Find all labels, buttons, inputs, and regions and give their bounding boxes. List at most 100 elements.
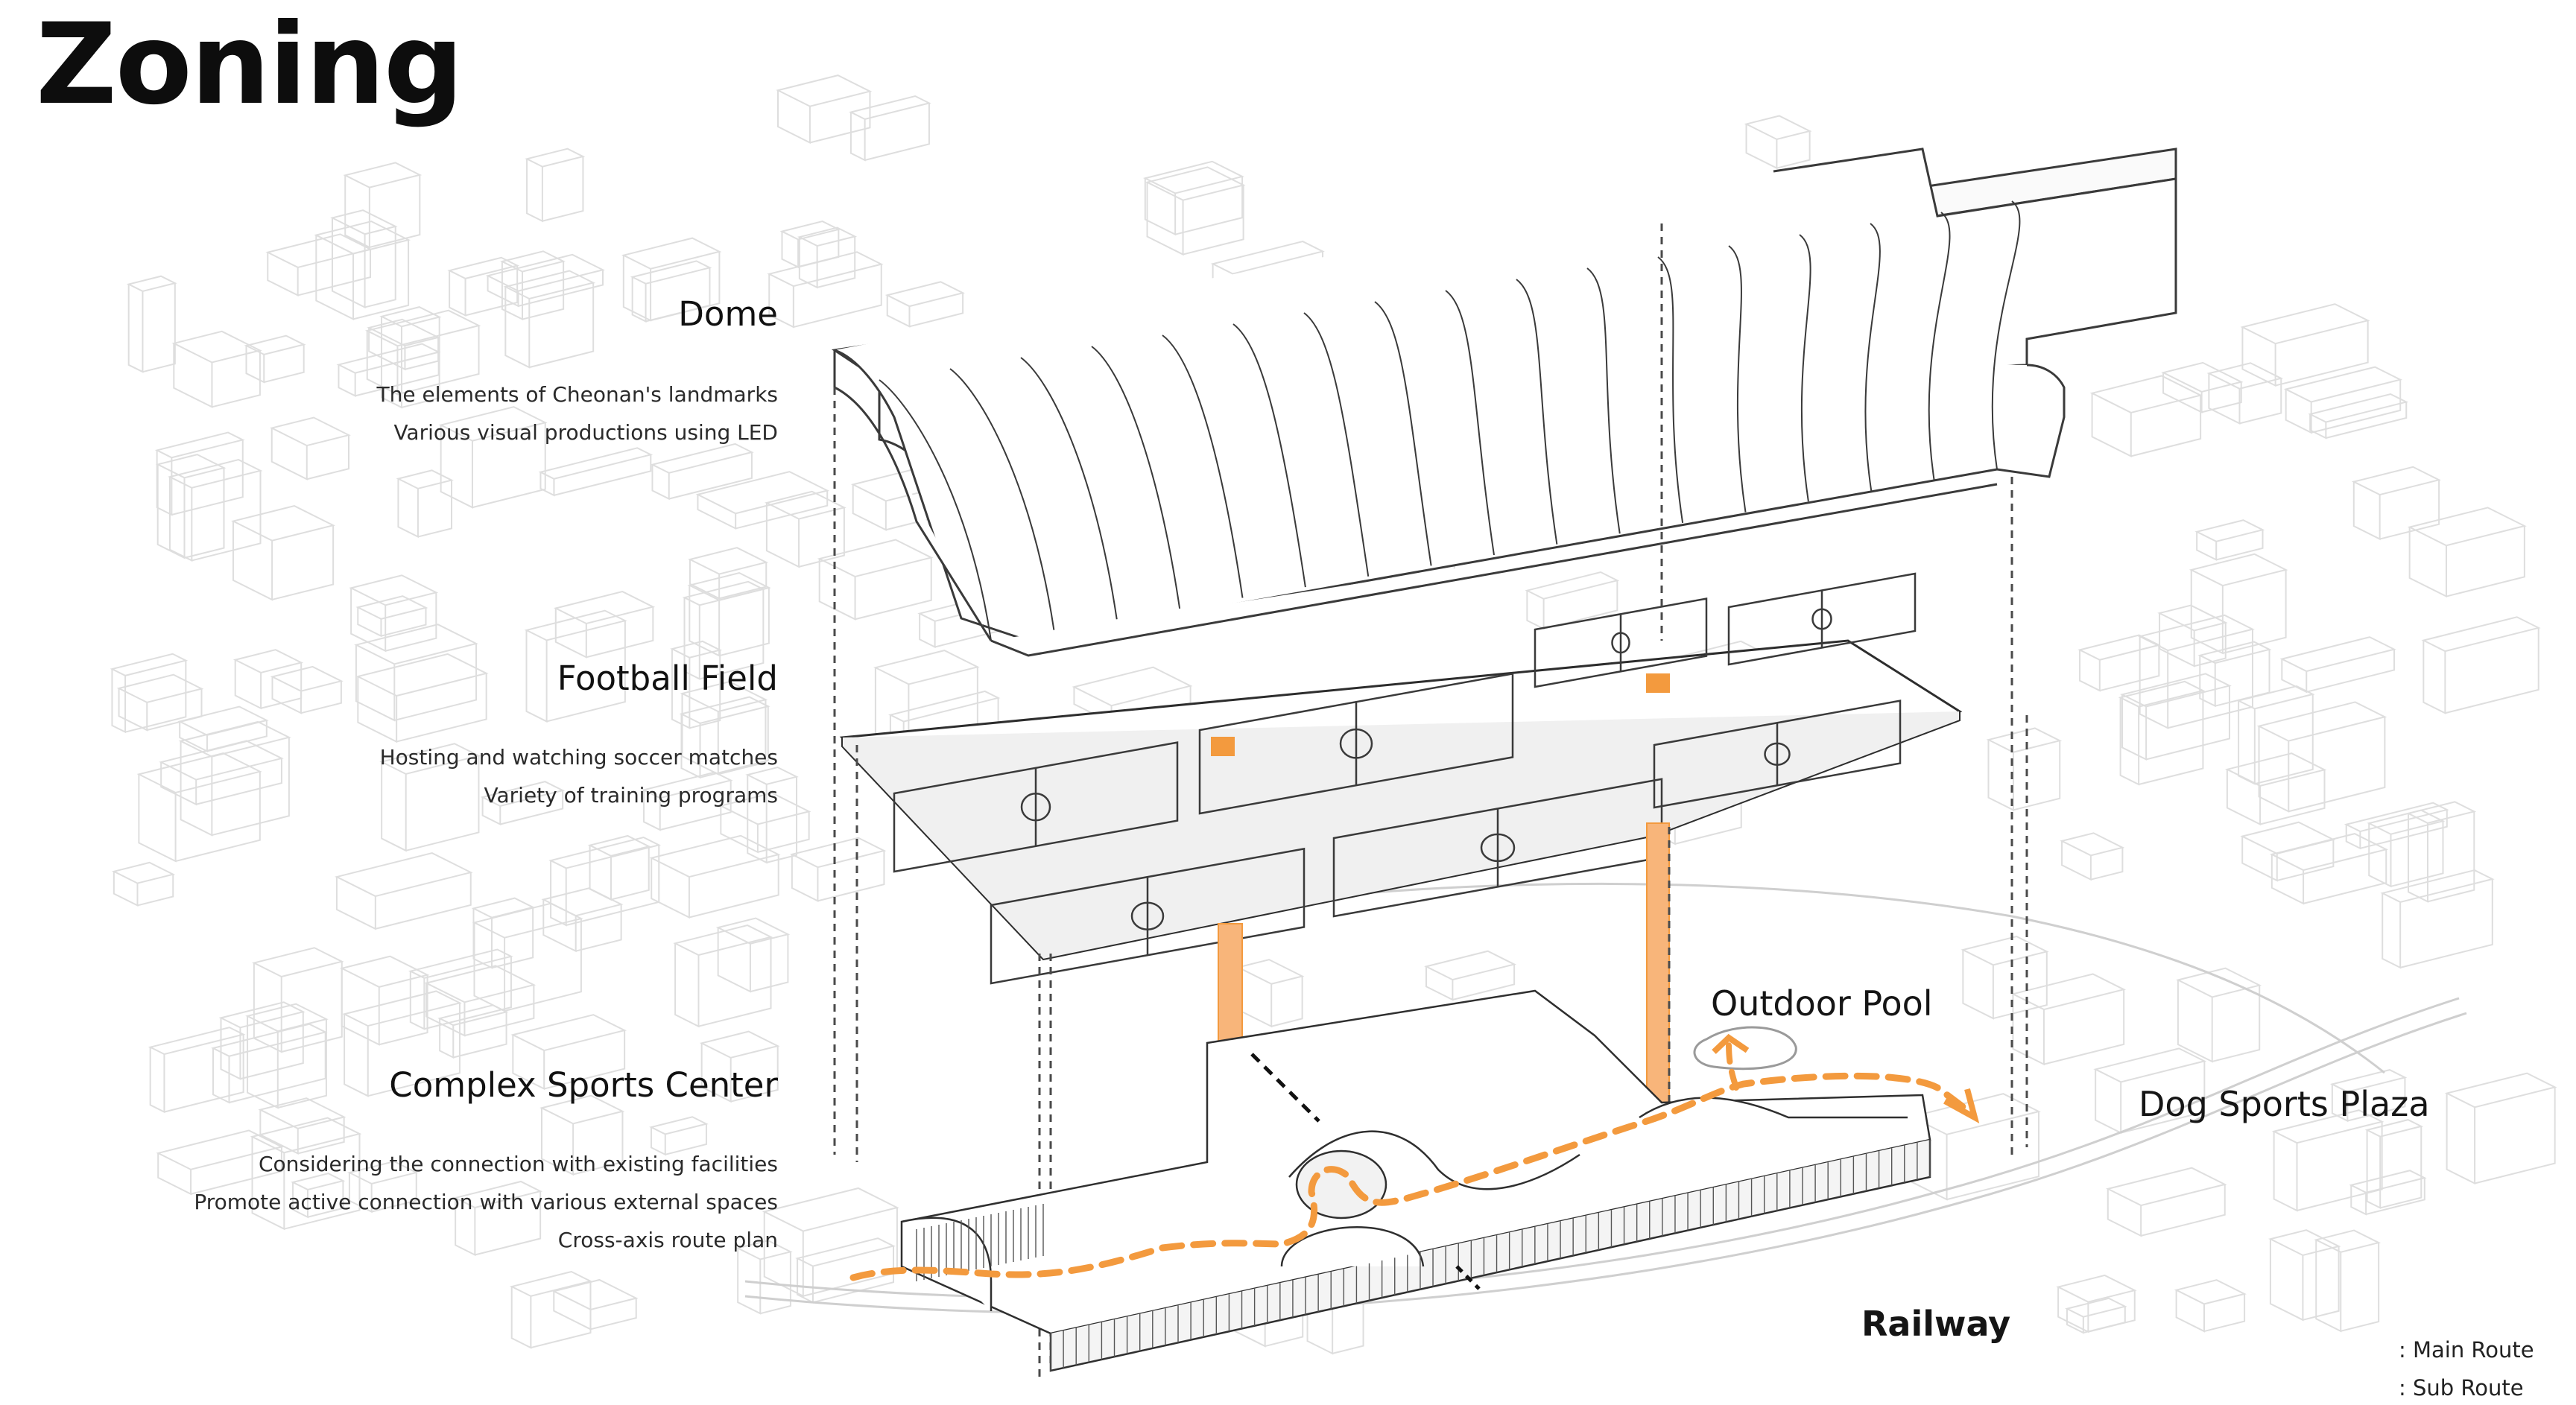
context-building <box>673 924 773 1028</box>
main-route-arrowhead-east <box>1943 1088 1980 1123</box>
context-building <box>314 221 411 320</box>
context-building <box>2283 366 2403 434</box>
dome-rib <box>1586 267 1621 534</box>
dome-rib <box>1864 223 1881 491</box>
context-building <box>159 740 284 806</box>
context-building <box>670 640 723 729</box>
dome-layer <box>831 148 2177 657</box>
zone-title-complex-sports-center: Complex Sports Center <box>389 1065 778 1105</box>
zone-desc-dome: The elements of Cheonan's landmarks Vari… <box>376 375 778 451</box>
dome-rib <box>1020 357 1118 620</box>
context-building <box>367 318 440 371</box>
context-building <box>2174 1279 2247 1333</box>
context-building <box>244 334 306 384</box>
context-building <box>110 653 189 734</box>
context-building <box>2364 1119 2424 1210</box>
context-building <box>849 95 931 162</box>
zone-desc-football-field: Hosting and watching soccer matches Vari… <box>380 738 778 814</box>
context-building <box>687 571 771 657</box>
context-building <box>339 955 430 1046</box>
context-building <box>695 471 830 530</box>
context-building <box>765 490 846 568</box>
pitch-center-circle <box>1811 608 1832 630</box>
context-building <box>438 406 548 509</box>
context-building <box>2093 1047 2207 1135</box>
context-building <box>551 1278 639 1331</box>
sub-route-path <box>1250 1053 1320 1123</box>
context-building <box>480 781 566 826</box>
context-building <box>231 505 336 601</box>
context-building <box>503 270 596 369</box>
context-building <box>265 233 373 297</box>
context-building <box>779 221 841 269</box>
pitch-outline <box>1198 672 1514 815</box>
context-building <box>171 330 262 408</box>
context-building <box>762 1187 899 1298</box>
label-railway: Railway <box>1861 1304 2011 1344</box>
dome-rib <box>1445 290 1495 556</box>
zone-desc-line: Variety of training programs <box>484 783 778 808</box>
dome-rib <box>949 368 1055 630</box>
context-building <box>553 591 656 659</box>
dome-ribs <box>879 200 2021 641</box>
context-building <box>156 1129 284 1196</box>
context-building <box>2349 1170 2427 1216</box>
context-building <box>509 1270 593 1349</box>
pitch-center-circle <box>1020 793 1051 822</box>
context-building <box>2206 362 2284 425</box>
context-building <box>621 237 722 322</box>
context-building <box>1525 571 1620 630</box>
context-building <box>2161 361 2244 414</box>
context-building <box>291 1173 346 1219</box>
context-building <box>2194 519 2265 562</box>
context-building <box>1142 160 1244 236</box>
context-building <box>1424 950 1516 1001</box>
context-building <box>2065 1297 2127 1334</box>
pitch-outline <box>1534 597 1708 688</box>
dome-rib <box>1799 234 1811 502</box>
dome-rib <box>1232 323 1306 588</box>
context-building <box>424 965 537 1037</box>
context-building <box>2176 967 2262 1063</box>
context-building <box>218 1001 306 1080</box>
context-building <box>715 917 791 993</box>
legend-sub-route-label: : Sub Route <box>2399 1375 2524 1401</box>
context-building <box>126 275 177 373</box>
context-building <box>111 861 176 907</box>
context-building <box>1986 727 2063 811</box>
context-building <box>2225 752 2327 826</box>
context-building <box>767 251 884 329</box>
context-building <box>2089 375 2203 457</box>
context-building <box>789 837 887 902</box>
context-building <box>168 459 263 562</box>
context-building <box>178 720 291 837</box>
context-building <box>642 771 733 831</box>
context-building <box>2077 634 2162 692</box>
legend-main-route: : Main Route <box>2281 1337 2557 1367</box>
dome-rib <box>1374 301 1432 566</box>
context-building <box>472 902 583 1012</box>
context-building <box>251 947 344 1053</box>
context-building <box>817 539 934 621</box>
dome-rib <box>1303 312 1370 577</box>
sub-route-path-south <box>1455 1265 1481 1290</box>
context-building <box>116 673 204 732</box>
context-building <box>538 447 654 497</box>
context-building <box>650 443 754 501</box>
zone-desc-line: Cross-axis route plan <box>557 1228 778 1252</box>
context-building <box>2060 832 2125 881</box>
dome-rib <box>879 379 992 641</box>
context-building <box>735 1240 793 1315</box>
context-building <box>354 624 478 722</box>
context-building <box>2314 1229 2382 1333</box>
context-building <box>155 454 227 559</box>
context-building <box>649 1116 709 1156</box>
context-building <box>2105 1167 2227 1237</box>
pitch-outline <box>893 741 1179 873</box>
context-building <box>2329 1069 2408 1123</box>
zone-desc-line: Hosting and watching soccer matches <box>379 745 778 770</box>
context-building <box>510 1014 627 1091</box>
context-building <box>884 281 965 328</box>
pitch-outline <box>1727 572 1917 666</box>
